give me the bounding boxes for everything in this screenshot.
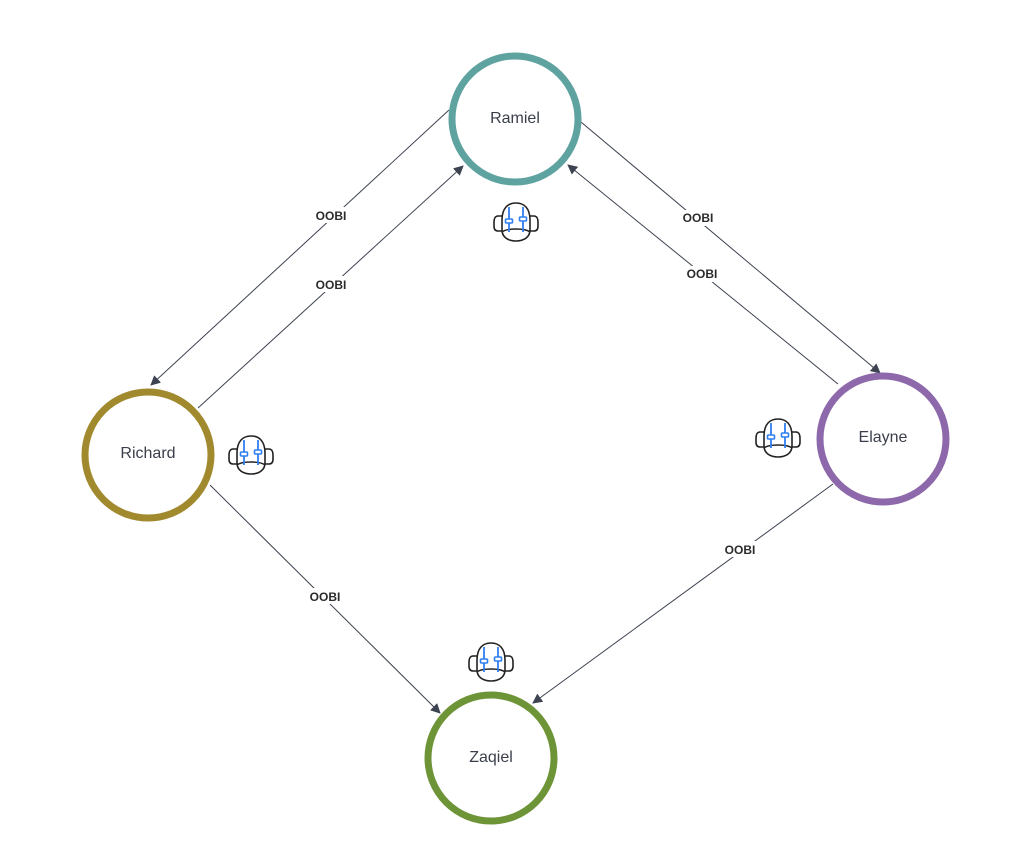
edge-label: OOBI xyxy=(310,590,341,604)
node-circle xyxy=(448,52,582,186)
edge-label-bg xyxy=(304,588,346,604)
robot-agent-icon xyxy=(755,418,801,458)
edge-label: OOBI xyxy=(683,211,714,225)
node-zaqiel[interactable]: Zaqiel xyxy=(424,691,558,825)
edge-line xyxy=(532,483,834,704)
edge-richard-to-ramiel[interactable]: OOBI xyxy=(197,165,464,409)
edge-label-bg xyxy=(310,276,352,292)
edge-label-bg xyxy=(681,266,723,282)
node-circle xyxy=(81,388,215,522)
edge-label: OOBI xyxy=(316,278,347,292)
node-label: Zaqiel xyxy=(469,749,513,766)
edge-label-bg xyxy=(310,207,352,223)
node-elayne[interactable]: Elayne xyxy=(816,372,950,506)
node-label: Ramiel xyxy=(490,110,540,127)
node-richard[interactable]: Richard xyxy=(81,388,215,522)
edge-label-bg xyxy=(677,210,719,226)
edge-elayne-to-zaqiel[interactable]: OOBI xyxy=(532,483,834,704)
edge-line xyxy=(150,109,450,386)
node-label: Elayne xyxy=(859,429,908,446)
edge-label: OOBI xyxy=(687,267,718,281)
edge-elayne-to-ramiel[interactable]: OOBI xyxy=(567,164,839,385)
edge-line xyxy=(580,121,881,374)
edge-ramiel-to-richard[interactable]: OOBI xyxy=(150,109,450,386)
node-ramiel[interactable]: Ramiel xyxy=(448,52,582,186)
node-circle xyxy=(424,691,558,825)
robot-agent-icon xyxy=(493,202,539,242)
nodes-layer: Ramiel Richard Elayne Zaqiel xyxy=(81,52,950,825)
robot-agent-icon xyxy=(228,435,274,475)
edge-label-bg xyxy=(719,541,761,557)
robot-agent-icon xyxy=(468,642,514,682)
edge-ramiel-to-elayne[interactable]: OOBI xyxy=(580,121,881,374)
node-label: Richard xyxy=(120,445,175,462)
edges-layer: OOBI OOBI OOBI OOBI OOBI OOBI xyxy=(150,109,881,714)
edge-label: OOBI xyxy=(316,209,347,223)
edge-richard-to-zaqiel[interactable]: OOBI xyxy=(209,484,441,714)
edge-label: OOBI xyxy=(725,543,756,557)
node-circle xyxy=(816,372,950,506)
